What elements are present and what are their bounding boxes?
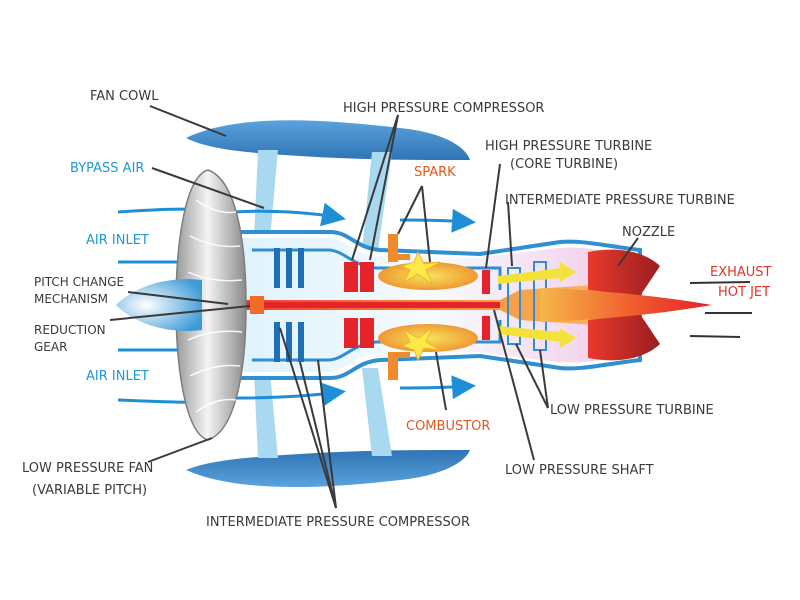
label-core-turbine: (CORE TURBINE) (510, 157, 618, 172)
label-exhaust: EXHAUST (710, 265, 772, 280)
fan-blade-line (187, 330, 243, 341)
hp-turbine-ring-top (482, 270, 490, 294)
bypass-strut-front-top (254, 150, 278, 238)
leader-spark (397, 185, 423, 235)
airflow-arrow (399, 375, 476, 400)
hp-compressor-block (344, 318, 358, 348)
label-low-pressure-turbine: LOW PRESSURE TURBINE (550, 403, 714, 418)
compressor-blade (274, 248, 280, 288)
leader-fan-cowl (149, 105, 227, 137)
leader-nozzle (617, 237, 639, 267)
nozzle-bottom (588, 314, 660, 361)
fan-blade-line (189, 235, 241, 248)
label-low-pressure-shaft: LOW PRESSURE SHAFT (505, 463, 654, 478)
exhaust-streak (689, 335, 741, 338)
leader-ip-compressor (317, 359, 337, 509)
label-high-pressure-compressor: HIGH PRESSURE COMPRESSOR (343, 101, 544, 116)
label-variable-pitch: (VARIABLE PITCH) (32, 483, 147, 498)
compressor-blade (286, 248, 292, 288)
label-nozzle: NOZZLE (622, 225, 675, 240)
bypass-strut-rear-top (362, 152, 392, 250)
label-intermediate-pressure-compressor: INTERMEDIATE PRESSURE COMPRESSOR (206, 515, 470, 530)
airflow-arrow (234, 202, 346, 227)
label-air-inlet-bottom: AIR INLET (86, 369, 149, 384)
label-gear: GEAR (34, 340, 67, 354)
leader-lp-turbine (539, 349, 549, 409)
leader-spark (421, 185, 431, 263)
leader-ip-compressor (299, 361, 337, 509)
fan-cowl-top (186, 120, 470, 160)
compressor-blade (274, 322, 280, 362)
airflow-arrow (234, 382, 346, 407)
leader-combustor (435, 351, 447, 411)
airflow-arrow (399, 208, 476, 233)
hp-compressor-block (344, 262, 358, 292)
spark-plug-top-tip (388, 254, 410, 260)
leader-pitch-change (127, 291, 229, 305)
label-spark: SPARK (414, 165, 456, 180)
reduction-gear (250, 296, 264, 314)
leader-lp-shaft (493, 309, 535, 461)
leader-hp-compressor (369, 114, 399, 261)
fan-blade-line (195, 199, 237, 214)
label-reduction: REDUCTION (34, 323, 106, 337)
leader-lp-fan (147, 437, 213, 463)
fan-cowl-bottom (186, 450, 470, 488)
spark-burst-bottom (400, 326, 441, 362)
label-intermediate-pressure-turbine: INTERMEDIATE PRESSURE TURBINE (505, 193, 735, 208)
label-hot-jet: HOT JET (718, 285, 770, 300)
label-air-inlet-top: AIR INLET (86, 233, 149, 248)
hot-gas-arrow (498, 262, 576, 284)
leader-hp-compressor (351, 114, 399, 261)
fan-blade-line (187, 271, 243, 282)
turbine-stage (507, 267, 521, 345)
label-pitch-change: PITCH CHANGE (34, 275, 124, 289)
label-fan-cowl: FAN COWL (90, 89, 159, 104)
leader-bypass-air (151, 167, 265, 209)
bypass-strut-rear-bottom (362, 368, 392, 456)
spark-burst-top (400, 250, 441, 286)
leader-lp-turbine (515, 343, 549, 409)
spark-plug-top (388, 234, 398, 262)
hp-compressor-block (360, 318, 374, 348)
bypass-strut-front-bottom (254, 372, 278, 458)
labels: FAN COWL HIGH PRESSURE COMPRESSOR HIGH P… (22, 89, 772, 530)
spark-plug-bottom (388, 352, 398, 380)
exhaust-streak (689, 281, 751, 284)
leader-ip-compressor (279, 327, 337, 509)
spark-plugs (388, 234, 410, 380)
fan-blade-line (189, 364, 241, 377)
nozzle-top (588, 249, 660, 296)
label-mechanism: MECHANISM (34, 292, 108, 306)
leader-lines (109, 105, 639, 509)
spark-plug-bottom-tip (388, 352, 410, 358)
leader-reduction (109, 305, 251, 321)
compressor-blade (286, 322, 292, 362)
label-combustor: COMBUSTOR (406, 419, 490, 434)
compressor-blade (298, 322, 304, 362)
compressor-blade (298, 248, 304, 288)
leader-hp-turbine (485, 163, 501, 269)
shaft-center-line (238, 302, 500, 308)
hot-gas-arrows (498, 262, 576, 348)
label-high-pressure-turbine: HIGH PRESSURE TURBINE (485, 139, 652, 154)
fan-blade-line (195, 398, 237, 413)
exhaust-hot-jet (540, 288, 712, 322)
leader-ip-turbine (507, 201, 513, 267)
fan-blade-lines (187, 199, 243, 413)
hp-compressor-block (360, 262, 374, 292)
core-duct-line (252, 320, 502, 362)
hot-gas-arrow (498, 326, 576, 348)
label-low-pressure-fan: LOW PRESSURE FAN (22, 461, 153, 476)
high-pressure-compressor-blocks (344, 262, 374, 348)
label-bypass-air: BYPASS AIR (70, 161, 144, 176)
intermediate-pressure-compressor-blades (274, 248, 304, 362)
nose-spinner (116, 279, 202, 331)
hp-turbine-ring-bottom (482, 316, 490, 340)
